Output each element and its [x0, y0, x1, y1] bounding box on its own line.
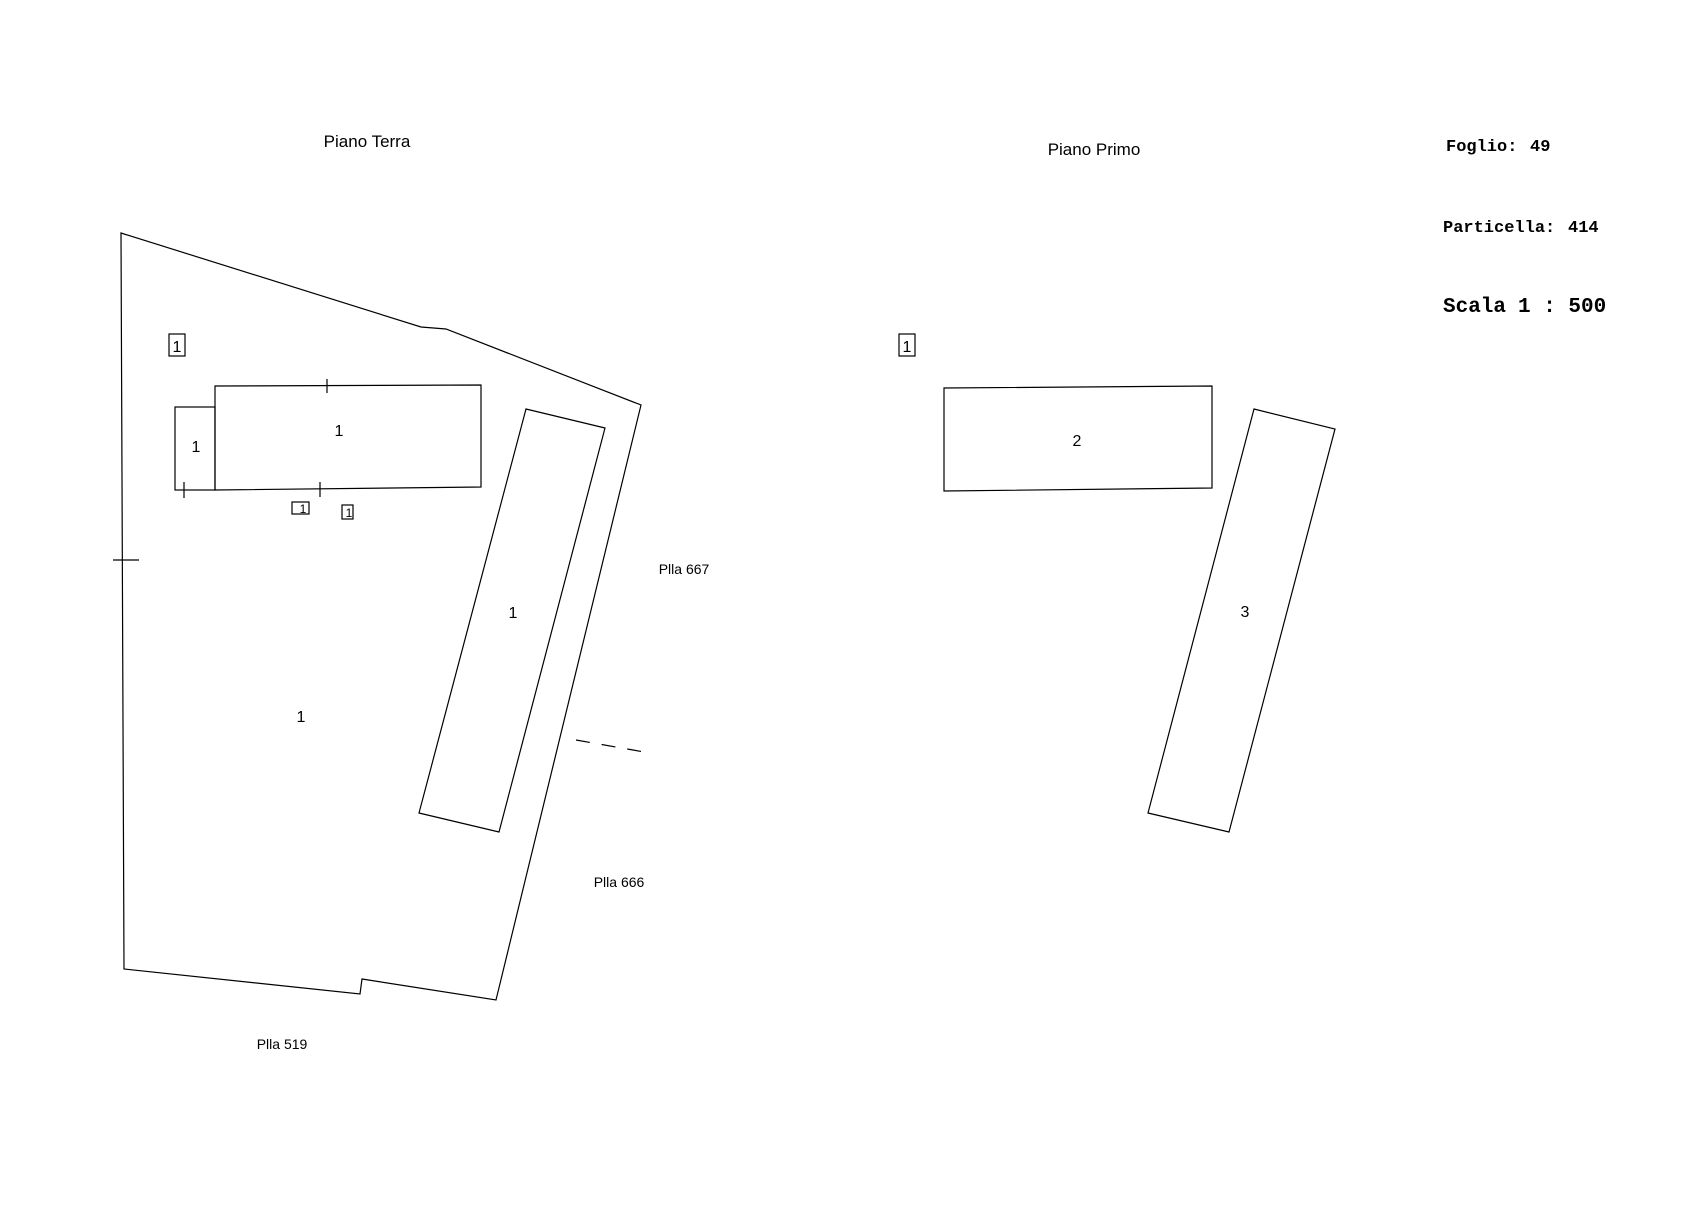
small-annex-building-label: 1 [192, 439, 201, 456]
first-floor-title: Piano Primo [1048, 140, 1141, 159]
lot-area-label: 1 [297, 709, 306, 726]
small-box-a [291, 501, 310, 515]
scala-value: 1 : 500 [1518, 296, 1606, 319]
ground-floor-title: Piano Terra [324, 132, 411, 151]
first-floor-building-3 [1147, 408, 1336, 833]
neighbor-parcel-519: Plla 519 [257, 1036, 308, 1052]
first-floor-boxed-label: 1 [903, 339, 912, 356]
small-box-b [341, 504, 354, 520]
rotated-building [418, 408, 606, 833]
small-box-a-label: 1 [300, 502, 307, 516]
neighbor-parcel-667: Plla 667 [659, 561, 710, 577]
ground-floor-lot-outline [120, 232, 642, 1001]
ground-floor-boxed-label-frame [168, 333, 186, 357]
foglio-value: 49 [1530, 138, 1550, 157]
ground-floor-boxed-label: 1 [173, 339, 182, 356]
main-building-label: 1 [335, 423, 344, 440]
small-box-b-label: 1 [346, 506, 353, 520]
foglio-label: Foglio: [1446, 138, 1517, 157]
first-floor-building-2-label: 2 [1073, 433, 1082, 450]
main-building [214, 384, 482, 491]
first-floor-boxed-label-frame [898, 333, 916, 357]
first-floor-building-3-label: 3 [1241, 604, 1250, 621]
particella-value: 414 [1568, 219, 1599, 238]
dashed-boundary [575, 739, 651, 754]
scala-label: Scala [1443, 296, 1506, 319]
neighbor-parcel-666: Plla 666 [594, 874, 645, 890]
particella-label: Particella: [1443, 219, 1555, 238]
rotated-building-label: 1 [509, 605, 518, 622]
first-floor-building-2 [943, 385, 1213, 492]
